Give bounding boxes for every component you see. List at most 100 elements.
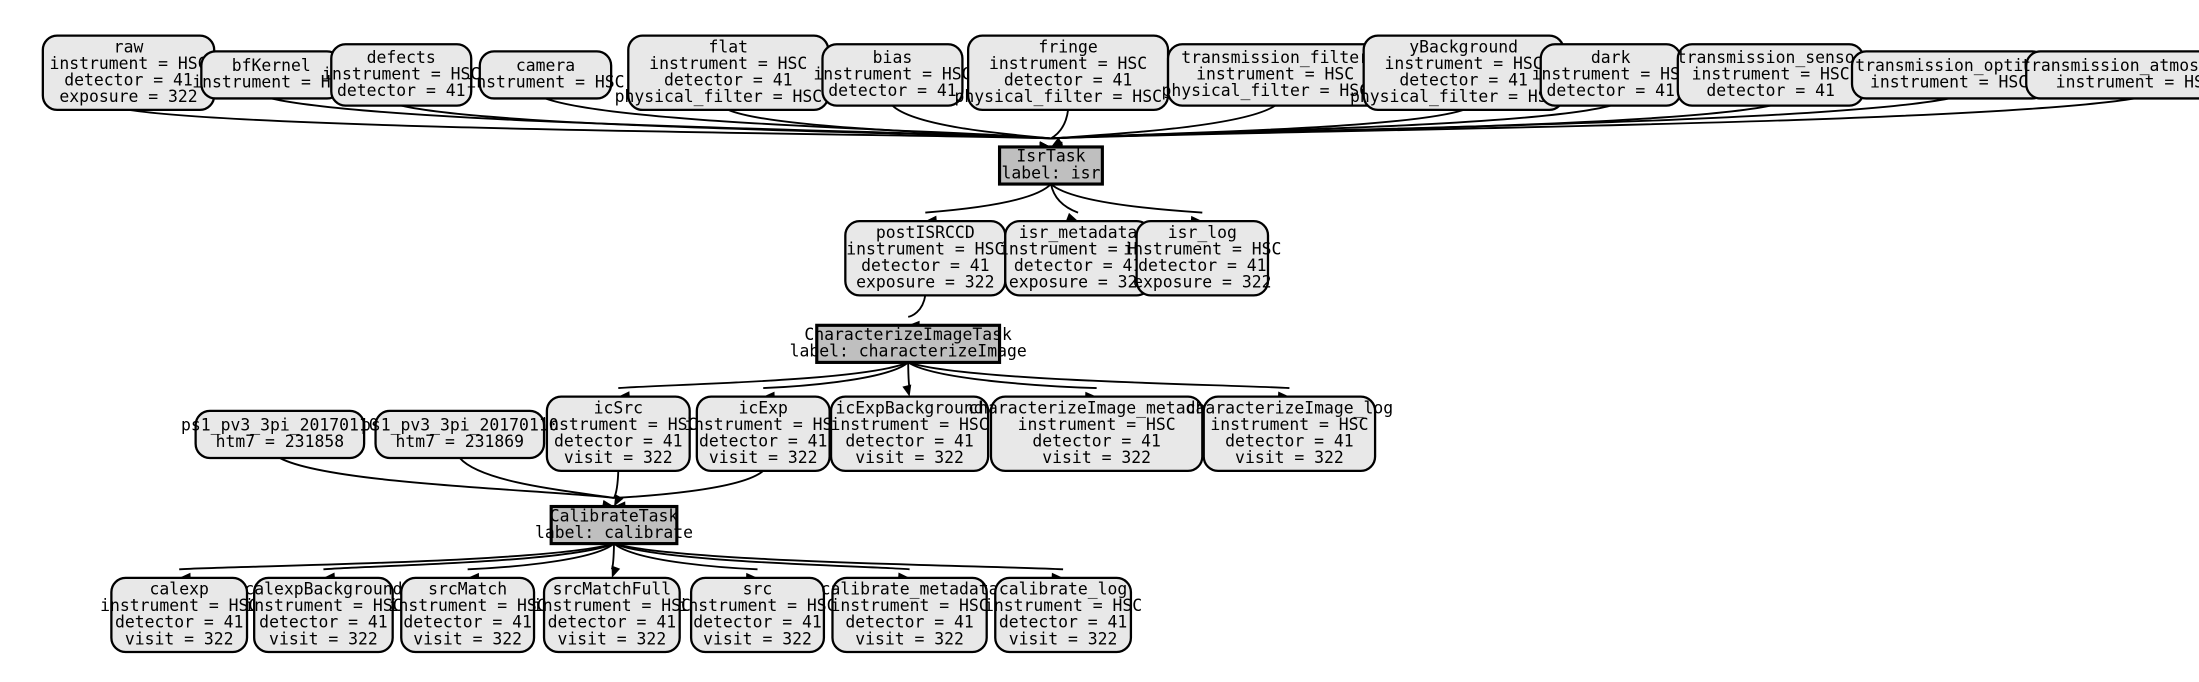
dataset-box[interactable]	[330, 43, 473, 107]
task-box[interactable]	[549, 504, 679, 546]
node-dimension: instrument = HSC	[1532, 64, 1690, 83]
node-dimension: visit = 322	[1235, 448, 1344, 467]
dataset-box[interactable]	[253, 576, 394, 654]
node-title: calexp	[150, 580, 209, 599]
edge	[128, 108, 1051, 140]
node-dimension: visit = 322	[558, 629, 667, 648]
dataset-box[interactable]	[2025, 50, 2199, 100]
dataset-box[interactable]	[989, 395, 1204, 472]
node-dimension: detector = 41	[403, 613, 531, 632]
edge	[613, 470, 764, 499]
node-dimension: detector = 41	[548, 613, 676, 632]
edge	[763, 361, 909, 390]
dataset-box[interactable]	[542, 576, 681, 654]
node-dimension: instrument = HSC	[49, 54, 207, 73]
dataset-box[interactable]	[478, 50, 613, 100]
dataset-box[interactable]	[689, 576, 826, 654]
node-dimension: visit = 322	[564, 448, 673, 467]
dataset-box[interactable]	[1135, 220, 1270, 297]
node-dimension: physical_filter = HSC-Y	[954, 87, 1181, 106]
node-dimension: detector = 41	[1546, 81, 1674, 100]
dataset-box[interactable]	[374, 409, 546, 460]
dataset-box[interactable]	[110, 576, 249, 654]
node-dimension: detector = 41	[693, 613, 821, 632]
node-title: srcMatchFull	[553, 580, 672, 599]
edge	[613, 470, 620, 499]
node-dimension: instrument = HSC	[813, 64, 971, 83]
dataset-box[interactable]	[831, 576, 988, 654]
edge-layer	[128, 97, 2135, 582]
node-title: transmission_optics	[1855, 56, 2043, 75]
edge	[1050, 183, 1079, 214]
dataset-box[interactable]	[545, 395, 691, 472]
edge	[179, 542, 615, 571]
edge	[907, 362, 911, 389]
node-dimension: visit = 322	[703, 629, 812, 648]
node-dimension: instrument = HSC	[831, 596, 989, 615]
node-dimension: instrument = HSC	[1870, 73, 2028, 92]
node-title: calexpBackground	[244, 580, 402, 599]
node-dimension: physical_filter = HSC-Y	[1161, 81, 1388, 100]
task-box[interactable]	[997, 145, 1104, 186]
node-dimension: instrument = HSC	[649, 54, 807, 73]
node-title: fringe	[1038, 37, 1097, 56]
node-dimension: instrument = HSC	[984, 596, 1142, 615]
node-dimension: instrument = HSC	[846, 239, 1004, 258]
node-dimension: instrument = HSC	[1123, 239, 1281, 258]
node-title: isr_log	[1168, 223, 1237, 242]
node-title: transmission_sensor	[1677, 48, 1865, 67]
node-dimension: detector = 41	[337, 81, 465, 100]
dataset-box[interactable]	[194, 409, 366, 460]
task-box[interactable]	[815, 323, 1002, 364]
dataset-box[interactable]	[821, 43, 964, 107]
dataset-box[interactable]	[1202, 395, 1377, 472]
node-title: ps1_pv3_3pi_20170110	[181, 416, 379, 435]
dataset-box[interactable]	[400, 576, 536, 654]
dataset-box[interactable]	[994, 576, 1133, 654]
edge	[279, 457, 615, 499]
dataset-box[interactable]	[829, 395, 990, 472]
node-dimension: htm7 = 231869	[396, 432, 524, 451]
node-dimension: htm7 = 231858	[216, 432, 344, 451]
node-dimension: visit = 322	[709, 448, 818, 467]
node-dimension: detector = 41	[259, 613, 387, 632]
node-title: transmission_atmosphere	[2021, 56, 2199, 75]
dataset-node[interactable]: transmission_atmosphereinstrument = HSC	[2021, 50, 2199, 100]
node-dimension: detector = 41	[554, 432, 682, 451]
node-title: srcMatch	[428, 580, 507, 599]
dataset-box[interactable]	[695, 395, 831, 472]
